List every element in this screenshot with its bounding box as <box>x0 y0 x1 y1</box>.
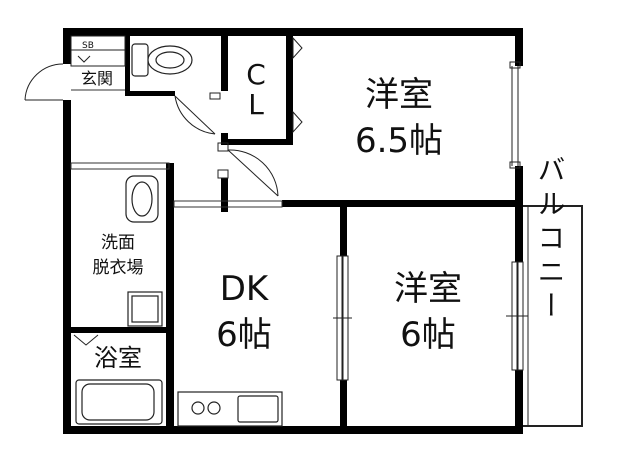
sliding-door-balcony <box>506 261 528 371</box>
sliding-door-dk <box>333 255 352 381</box>
window-right <box>509 61 521 169</box>
entrance-label: 玄関 <box>81 69 113 88</box>
bathtub-icon <box>75 379 163 425</box>
dk-size: 6帖 <box>216 315 272 355</box>
shoe-box-marker <box>77 55 91 63</box>
dk-name: DK <box>220 269 270 309</box>
partition-lines <box>70 89 283 208</box>
western-room-b-name: 洋室 <box>394 269 462 309</box>
interior-walls <box>71 36 523 426</box>
washroom-label-1: 洗面 <box>101 233 135 253</box>
shoe-box-label: SB <box>82 41 94 51</box>
stove-burner-icon-2 <box>207 401 221 415</box>
entrance-door <box>24 63 64 101</box>
washroom-label-2: 脱衣場 <box>93 258 144 278</box>
closet-label-1: C <box>246 58 266 91</box>
closet-label-2: L <box>248 88 264 121</box>
kitchen-sink-icon <box>237 395 279 423</box>
shoe-box <box>70 35 126 67</box>
balcony-label: バルコニー <box>534 155 567 325</box>
stove-burner-icon <box>191 401 205 415</box>
western-room-a-name: 洋室 <box>365 75 433 115</box>
closet-folding-door <box>292 36 303 134</box>
washing-machine-pan-icon <box>127 291 163 327</box>
bath-corner-marker <box>73 334 99 346</box>
wash-basin-icon <box>125 175 159 223</box>
bath-label: 浴室 <box>94 344 142 372</box>
toilet-icon <box>131 43 193 77</box>
kitchen-counter <box>177 391 283 427</box>
room-door <box>209 92 279 197</box>
western-room-b-size: 6帖 <box>400 315 456 355</box>
washroom-door <box>174 95 216 135</box>
western-room-a-size: 6.5帖 <box>355 121 443 161</box>
